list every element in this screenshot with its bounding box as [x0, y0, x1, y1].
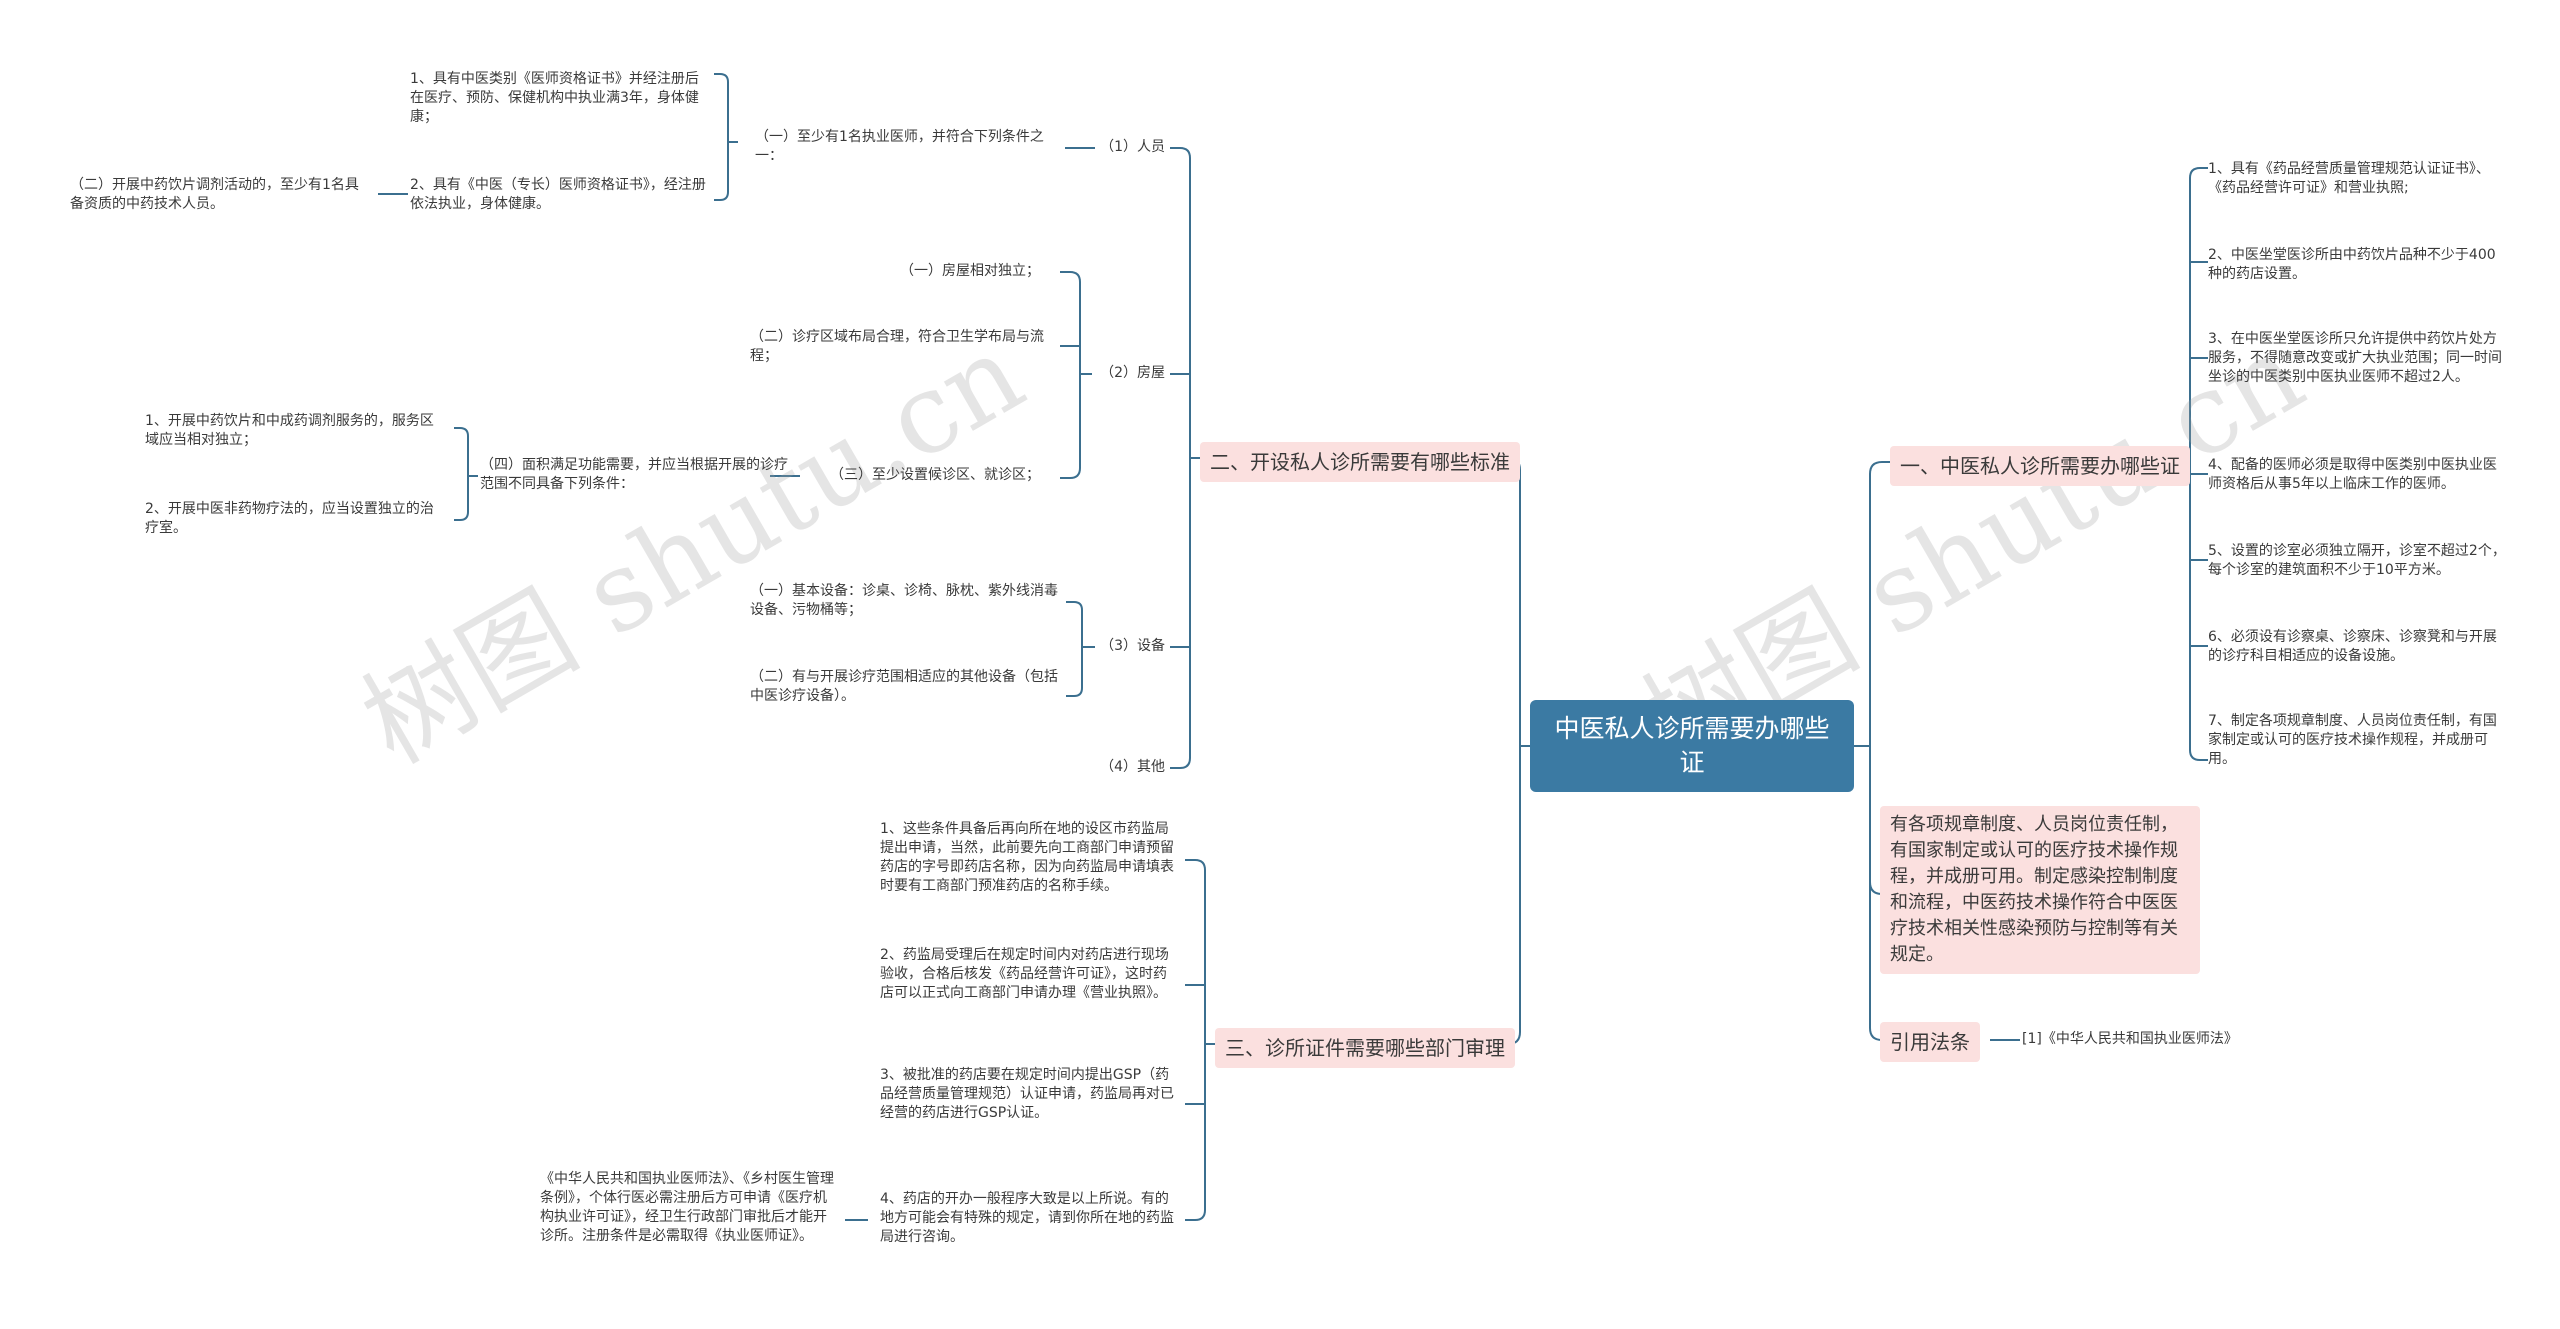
root-node[interactable]: 中医私人诊所需要办哪些证 — [1530, 700, 1854, 792]
cert-item-6: 6、必须设有诊察桌、诊察床、诊察凳和与开展的诊疗科目相适应的设备设施。 — [2208, 629, 2497, 664]
cert-item-7: 7、制定各项规章制度、人员岗位责任制，有国家制定或认可的医疗技术操作规程，并成册… — [2208, 713, 2497, 767]
cert-item-5: 5、设置的诊室必须独立隔开，诊室不超过2个，每个诊室的建筑面积不少于10平方米。 — [2208, 543, 2506, 578]
house-item-4: （四）面积满足功能需要，并应当根据开展的诊疗范围不同具备下列条件： — [480, 457, 788, 492]
house-item-4a: 1、开展中药饮片和中成药调剂服务的，服务区域应当相对独立； — [145, 413, 434, 448]
review-step-2: 2、药监局受理后在规定时间内对药店进行现场验收，合格后核发《药品经营许可证》，这… — [880, 947, 1169, 1001]
people-extra: （二）开展中药饮片调剂活动的，至少有1名具备资质的中药技术人员。 — [70, 177, 359, 212]
cert-item-1: 1、具有《药品经营质量管理规范认证证书》、《药品经营许可证》和营业执照; — [2208, 161, 2490, 196]
house-item-2: （二）诊疗区域布局合理，符合卫生学布局与流程； — [750, 329, 1044, 364]
cert-item-3: 3、在中医坐堂医诊所只允许提供中药饮片处方服务，不得随意改变或扩大执业范围；同一… — [2208, 331, 2502, 385]
house-item-4b: 2、开展中医非药物疗法的，应当设置独立的治疗室。 — [145, 501, 434, 536]
cert-item-2: 2、中医坐堂医诊所由中药饮片品种不少于400种的药店设置。 — [2208, 247, 2496, 282]
branch-clinic-standards[interactable]: 二、开设私人诊所需要有哪些标准 — [1200, 442, 1520, 482]
equipment-label: （3）设备 — [1100, 638, 1165, 654]
people-condition-2: 2、具有《中医（专长）医师资格证书》，经注册依法执业，身体健康。 — [410, 177, 706, 212]
branch-rules-note[interactable]: 有各项规章制度、人员岗位责任制，有国家制定或认可的医疗技术操作规程，并成册可用。… — [1880, 806, 2200, 974]
branch-review-departments[interactable]: 三、诊所证件需要哪些部门审理 — [1215, 1028, 1515, 1068]
people-label: （1）人员 — [1100, 139, 1165, 155]
people-condition-1: 1、具有中医类别《医师资格证书》并经注册后在医疗、预防、保健机构中执业满3年，身… — [410, 71, 699, 125]
review-step-3: 3、被批准的药店要在规定时间内提出GSP（药品经营质量管理规范）认证申请，药监局… — [880, 1067, 1174, 1121]
house-label: （2）房屋 — [1100, 365, 1165, 381]
equipment-item-2: （二）有与开展诊疗范围相适应的其他设备（包括中医诊疗设备）。 — [750, 669, 1058, 704]
house-item-3: （三）至少设置候诊区、就诊区； — [830, 467, 1040, 483]
branch-cited-law[interactable]: 引用法条 — [1880, 1022, 1980, 1062]
cert-item-4: 4、配备的医师必须是取得中医类别中医执业医师资格后从事5年以上临床工作的医师。 — [2208, 457, 2497, 492]
people-condition: （一）至少有1名执业医师，并符合下列条件之一： — [755, 129, 1044, 164]
equipment-item-1: （一）基本设备：诊桌、诊椅、脉枕、紫外线消毒设备、污物桶等； — [750, 583, 1058, 618]
review-step-1: 1、这些条件具备后再向所在地的设区市药监局提出申请，当然，此前要先向工商部门申请… — [880, 821, 1174, 894]
other-label: （4）其他 — [1100, 759, 1165, 775]
branch-required-certificates[interactable]: 一、中医私人诊所需要办哪些证 — [1890, 446, 2190, 486]
cited-law-item: [1]《中华人民共和国执业医师法》 — [2022, 1031, 2238, 1047]
house-item-1: （一）房屋相对独立； — [900, 263, 1040, 279]
review-step-4-detail: 《中华人民共和国执业医师法》、《乡村医生管理条例》，个体行医必需注册后方可申请《… — [540, 1171, 834, 1244]
review-step-4: 4、药店的开办一般程序大致是以上所说。有的地方可能会有特殊的规定，请到你所在地的… — [880, 1191, 1174, 1245]
